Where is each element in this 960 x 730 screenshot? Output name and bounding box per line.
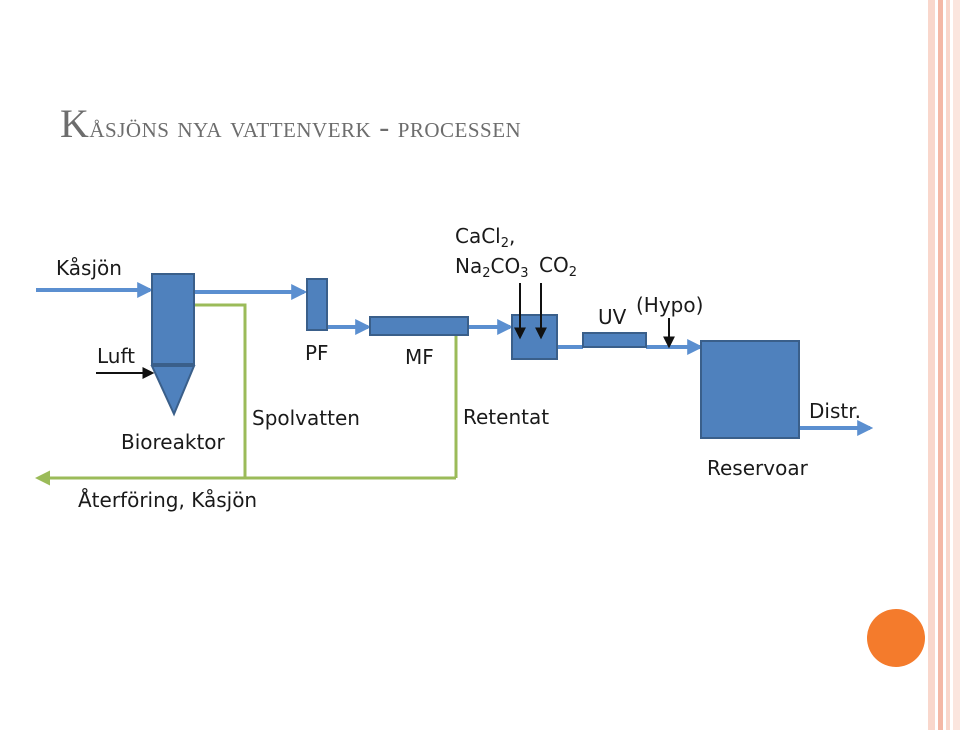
label-bioreaktor: Bioreaktor xyxy=(121,430,225,454)
pf-unit xyxy=(306,278,328,331)
label-co2: CO2 xyxy=(539,253,577,280)
label-uv: UV xyxy=(598,305,627,329)
edge-stripe-1 xyxy=(928,0,935,730)
edge-stripe-2 xyxy=(938,0,943,730)
label-aterforing: Återföring, Kåsjön xyxy=(78,488,258,512)
label-mf: MF xyxy=(405,345,434,369)
edge-stripe-3 xyxy=(946,0,950,730)
label-hypo: (Hypo) xyxy=(636,293,704,317)
title-rest: åsjöns nya vattenverk - processen xyxy=(89,111,522,144)
label-reservoar: Reservoar xyxy=(707,456,808,480)
mf-unit xyxy=(369,316,469,336)
label-retentat: Retentat xyxy=(463,405,550,429)
label-kasjon: Kåsjön xyxy=(56,256,122,280)
edge-stripe-4 xyxy=(953,0,960,730)
title-initial: K xyxy=(60,101,90,146)
label-cacl2: CaCl2, xyxy=(455,224,516,251)
spolvatten-line xyxy=(195,303,247,478)
bioreactor-cone xyxy=(150,365,196,417)
label-spolvatten: Spolvatten xyxy=(252,406,360,430)
label-distr: Distr. xyxy=(809,399,861,423)
slide-title: Kåsjöns nya vattenverk - processen xyxy=(60,100,521,147)
uv-unit xyxy=(582,332,647,348)
mixing-tank xyxy=(511,314,558,360)
label-pf: PF xyxy=(305,341,329,365)
label-luft: Luft xyxy=(97,344,135,368)
label-na2co3: Na2CO3 xyxy=(455,254,529,281)
bioreactor-body xyxy=(151,273,195,365)
reservoar-tank xyxy=(700,340,800,439)
accent-circle xyxy=(867,609,925,667)
